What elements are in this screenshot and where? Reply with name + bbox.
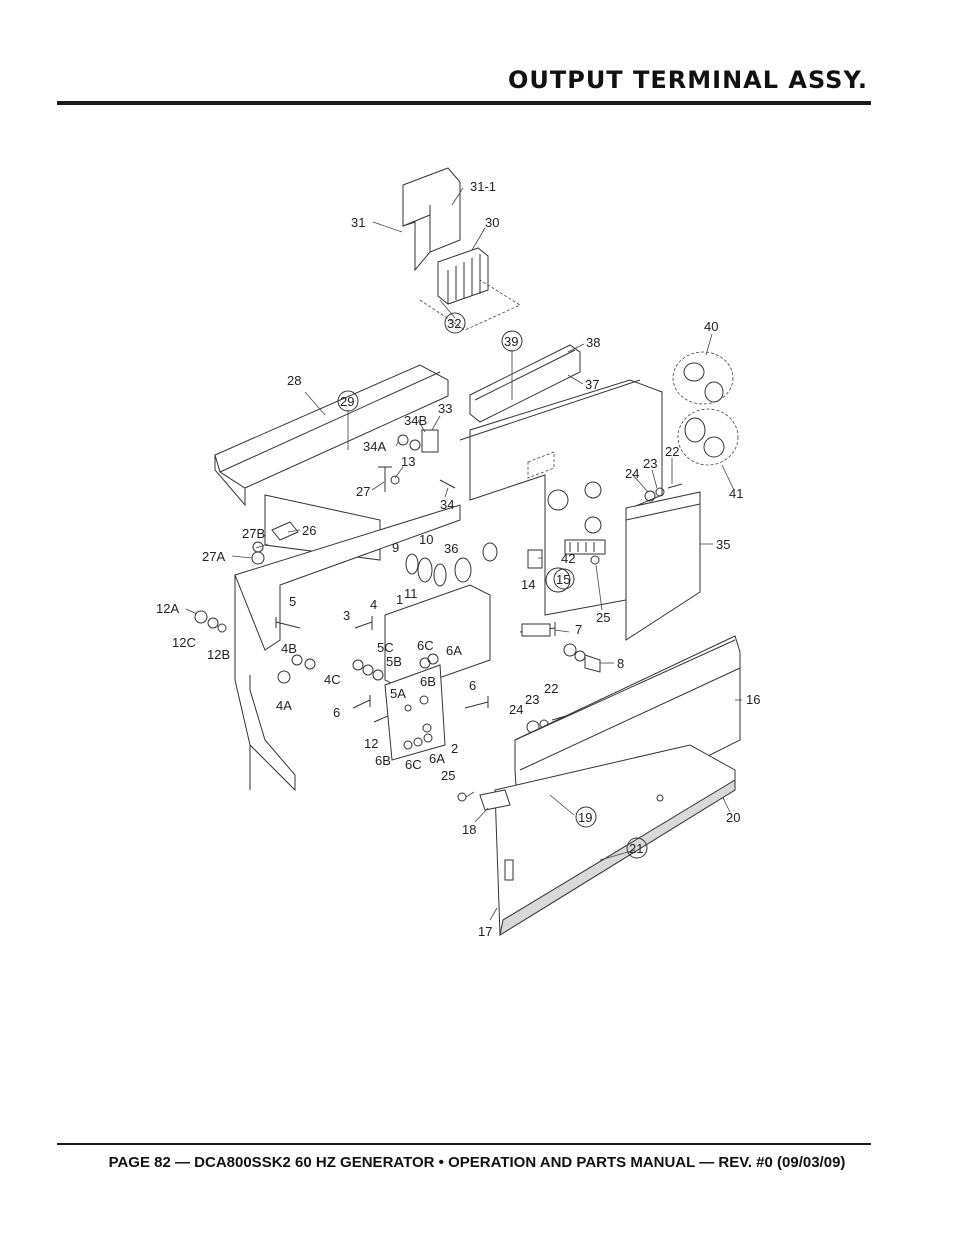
label-6c-bottom: 6C <box>405 757 422 772</box>
label-12a: 12A <box>156 601 179 616</box>
label-32: 32 <box>447 316 461 331</box>
label-42: 42 <box>561 551 575 566</box>
label-6b-bottom: 6B <box>375 753 391 768</box>
label-9: 9 <box>392 540 399 555</box>
label-19: 19 <box>578 810 592 825</box>
label-5c: 5C <box>377 640 394 655</box>
label-30: 30 <box>485 215 499 230</box>
terminal-bushing <box>405 542 498 587</box>
label-33: 33 <box>438 401 452 416</box>
page-title: OUTPUT TERMINAL ASSY. <box>507 66 868 94</box>
label-23-bottom: 23 <box>525 692 539 707</box>
leader-lines <box>185 187 742 921</box>
label-25-mid: 25 <box>596 610 610 625</box>
label-24-top: 24 <box>625 466 639 481</box>
label-6a-top: 6A <box>446 643 462 658</box>
label-22-bottom: 22 <box>544 681 558 696</box>
bracket-18 <box>479 789 511 811</box>
label-6-right: 6 <box>469 678 476 693</box>
right-cover-panel <box>625 491 701 641</box>
label-6b-top: 6B <box>420 674 436 689</box>
label-10: 10 <box>419 532 433 547</box>
label-26: 26 <box>302 523 316 538</box>
label-38: 38 <box>586 335 600 350</box>
label-29: 29 <box>340 394 354 409</box>
label-5: 5 <box>289 594 296 609</box>
label-3: 3 <box>343 608 350 623</box>
label-27a: 27A <box>202 549 225 564</box>
label-34a: 34A <box>363 439 386 454</box>
label-34b: 34B <box>404 413 427 428</box>
label-12c: 12C <box>172 635 196 650</box>
label-21: 21 <box>629 841 643 856</box>
label-11: 11 <box>404 586 418 601</box>
label-7: 7 <box>575 622 582 637</box>
label-13: 13 <box>401 454 415 469</box>
label-4b: 4B <box>281 641 297 656</box>
label-2: 2 <box>451 741 458 756</box>
header-rule <box>57 101 871 105</box>
terminal-frame <box>234 504 461 792</box>
label-34: 34 <box>440 497 454 512</box>
top-rail <box>214 364 449 507</box>
label-37: 37 <box>585 377 599 392</box>
label-6-left: 6 <box>333 705 340 720</box>
label-6c-top: 6C <box>417 638 434 653</box>
label-23-top: 23 <box>643 456 657 471</box>
label-31: 31 <box>351 215 365 230</box>
label-28: 28 <box>287 373 301 388</box>
label-36: 36 <box>444 541 458 556</box>
label-12: 12 <box>364 736 378 751</box>
label-5b: 5B <box>386 654 402 669</box>
receptacle-group <box>672 351 739 466</box>
label-15: 15 <box>556 572 570 587</box>
label-1: 1 <box>396 592 403 607</box>
label-39: 39 <box>504 334 518 349</box>
bolt-hardware <box>194 429 725 802</box>
label-24-bottom: 24 <box>509 702 523 717</box>
label-12b: 12B <box>207 647 230 662</box>
control-panel <box>459 379 663 616</box>
label-17: 17 <box>478 924 492 939</box>
label-4a: 4A <box>276 698 292 713</box>
label-40: 40 <box>704 319 718 334</box>
label-18: 18 <box>462 822 476 837</box>
lower-plate <box>494 744 736 937</box>
label-35: 35 <box>716 537 730 552</box>
channel-bracket <box>469 344 581 423</box>
part-labels: 31-1 31 30 32 39 38 37 40 41 28 29 34B 3… <box>156 179 760 939</box>
label-8: 8 <box>617 656 624 671</box>
page-footer: PAGE 82 — DCA800SSK2 60 HZ GENERATOR • O… <box>108 1154 846 1171</box>
label-27b: 27B <box>242 526 265 541</box>
footer-rule <box>57 1143 871 1145</box>
label-25-bottom: 25 <box>441 768 455 783</box>
label-4c: 4C <box>324 672 341 687</box>
label-14: 14 <box>521 577 535 592</box>
label-4: 4 <box>370 597 377 612</box>
label-5a: 5A <box>390 686 406 701</box>
label-22-top: 22 <box>665 444 679 459</box>
label-20: 20 <box>726 810 740 825</box>
label-16: 16 <box>746 692 760 707</box>
circuit-breaker <box>419 247 521 331</box>
label-6a-bottom: 6A <box>429 751 445 766</box>
breaker-cover <box>402 167 461 272</box>
label-31-1: 31-1 <box>470 179 496 194</box>
terminal-plate <box>384 584 491 761</box>
label-41: 41 <box>729 486 743 501</box>
label-27: 27 <box>356 484 370 499</box>
